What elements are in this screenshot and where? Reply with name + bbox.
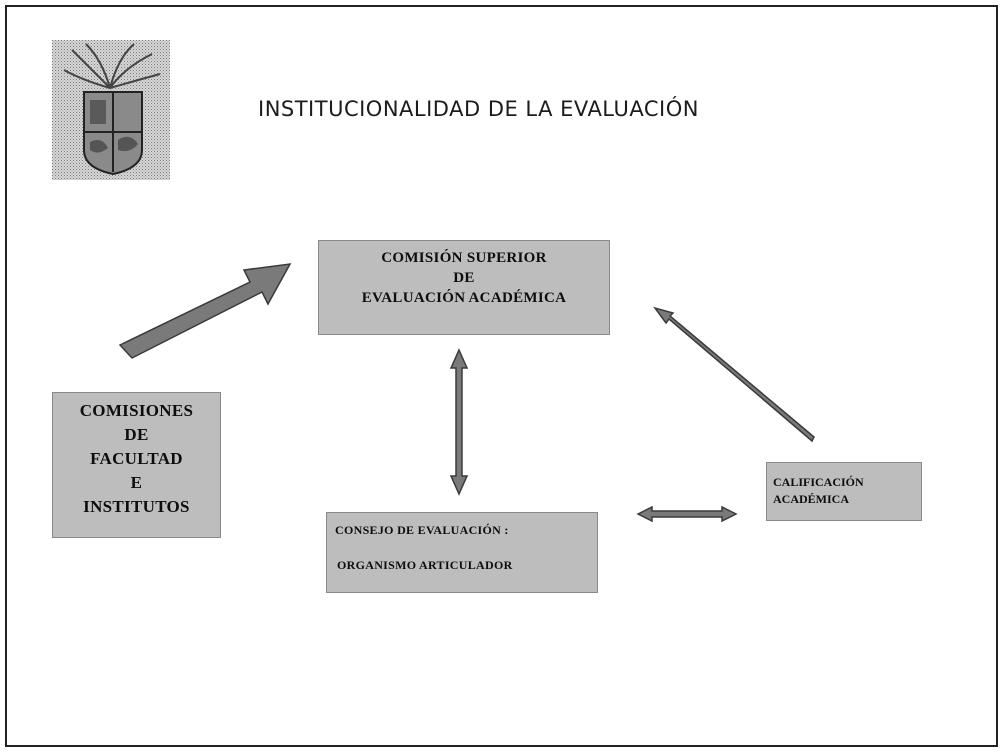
comision-superior-line1: COMISIÓN SUPERIOR [381,250,547,266]
consejo-box: CONSEJO DE EVALUACIÓN : ORGANISMO ARTICU… [326,512,598,593]
consejo-line2: ORGANISMO ARTICULADOR [337,558,513,572]
slide-title: INSTITUCIONALIDAD DE LA EVALUACIÓN [258,97,699,121]
comisiones-facultad-box: COMISIONES DE FACULTAD E INSTITUTOS [52,392,221,538]
comision-superior-line3: EVALUACIÓN ACADÉMICA [361,290,567,306]
calificacion-line2: ACADÉMICA [773,492,849,506]
comision-superior-line2: DE [453,270,475,286]
comisiones-line1: COMISIONES [79,401,194,420]
comisiones-line4: E [130,473,143,492]
university-crest-icon [52,40,170,180]
comisiones-line3: FACULTAD [90,449,183,468]
consejo-line1: CONSEJO DE EVALUACIÓN : [335,523,509,537]
comision-superior-box: COMISIÓN SUPERIOR DE EVALUACIÓN ACADÉMIC… [318,240,610,335]
calificacion-line1: CALIFICACIÓN [773,475,864,489]
comisiones-line2: DE [124,425,149,444]
slide-frame [5,5,998,747]
comisiones-line5: INSTITUTOS [83,497,190,516]
calificacion-box: CALIFICACIÓN ACADÉMICA [766,462,922,521]
